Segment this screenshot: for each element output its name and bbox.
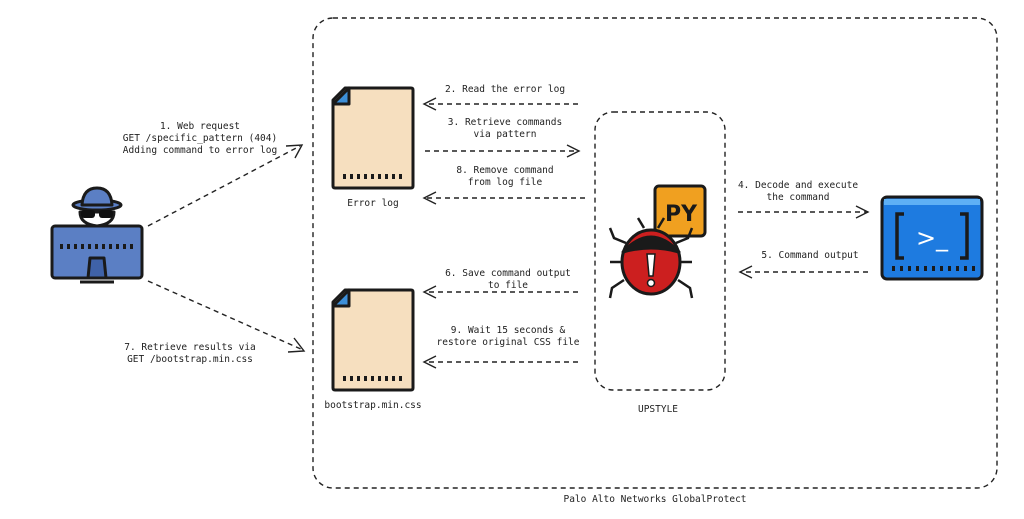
step-7-label: 7. Retrieve results via [124,342,256,353]
upstyle-label: UPSTYLE [638,404,678,415]
step-6-label: 6. Save command output [445,268,571,279]
terminal-icon: >_ [880,195,984,281]
arrow-step-7 [147,280,306,353]
step-1-label: GET /specific_pattern (404) [123,133,277,144]
step-2-label: 2. Read the error log [445,84,565,95]
arrow-step-1 [147,144,304,227]
step-1-label: Adding command to error log [123,145,277,156]
arrow-step-6 [422,285,578,299]
arrow-step-4 [738,205,870,219]
terminal-prompt: >_ [916,224,949,252]
step-8-label: 8. Remove command [456,165,553,176]
step-3-label: via pattern [474,129,537,140]
step-5-label: 5. Command output [761,250,858,261]
globalprotect-label: Palo Alto Networks GlobalProtect [563,494,746,505]
python-malware-bug-icon: PY [608,184,707,299]
step-9-label: 9. Wait 15 seconds & [451,325,566,336]
error-log-document-icon [331,86,415,190]
step-8-label: from log file [468,177,543,188]
step-6-label: to file [488,280,528,291]
bootstrap-css-document-icon [331,288,415,392]
error-log-label: Error log [347,198,398,209]
arrow-step-3 [425,144,581,158]
arrow-step-5 [738,265,868,279]
step-9-label: restore original CSS file [437,337,580,348]
step-1-label: 1. Web request [160,121,240,132]
hacker-computer-icon [50,186,144,284]
arrow-step-9 [422,355,578,369]
arrow-step-8 [422,191,585,205]
arrow-step-2 [422,97,578,111]
step-4-label: 4. Decode and execute [738,180,858,191]
bootstrap-label: bootstrap.min.css [324,400,421,411]
globalprotect-boundary [312,17,998,489]
step-4-label: the command [767,192,830,203]
step-7-label: GET /bootstrap.min.css [127,354,253,365]
upstyle-box [594,111,726,391]
step-3-label: 3. Retrieve commands [448,117,562,128]
py-badge: PY [665,202,698,227]
